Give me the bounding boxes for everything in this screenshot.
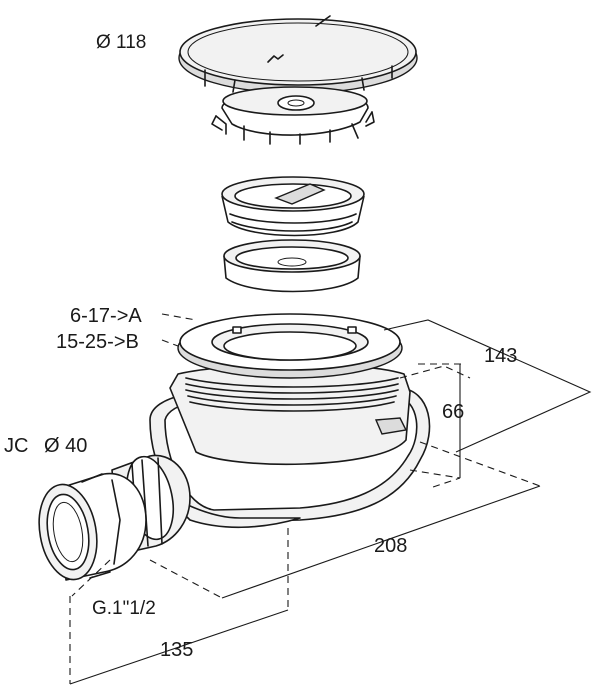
label-depth: 143 — [484, 345, 517, 367]
drain-body — [149, 313, 431, 529]
label-height: 66 — [442, 401, 464, 423]
label-diameter-cover: Ø 118 — [96, 32, 146, 53]
label-length: 208 — [374, 535, 407, 557]
grate-support — [211, 86, 375, 145]
label-option-a: 6-17->A — [70, 305, 142, 327]
label-outlet-diameter: Ø 40 — [44, 435, 87, 457]
cover-plate — [178, 15, 418, 94]
sealing-ring — [223, 239, 361, 293]
label-jc: JC — [4, 435, 28, 457]
labels: Ø 118 6-17->A 15-25->B 66 143 JC Ø 40 20… — [4, 32, 517, 661]
label-offset: 135 — [160, 639, 193, 661]
trap-insert — [221, 176, 365, 237]
label-thread: G.1"1/2 — [92, 598, 156, 619]
label-option-b: 15-25->B — [56, 331, 139, 353]
outlet-connector — [38, 454, 191, 581]
dimension-lines — [69, 313, 592, 685]
